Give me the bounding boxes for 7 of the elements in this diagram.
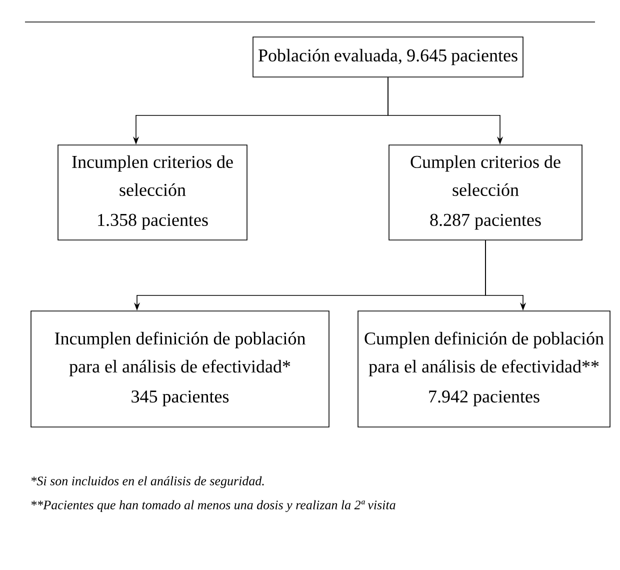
process-box: Incumplen criterios de selección 1.358 pacientes bbox=[58, 144, 248, 240]
process-box: Incumplen definición de población para el análisis de efectividad* 345 pacientes bbox=[30, 310, 330, 428]
footnote: *Si son incluidos en el análisis de seguridad. bbox=[31, 476, 264, 488]
process-box: Población evaluada, 9.645 pacientes bbox=[252, 36, 524, 78]
footnote: **Pacientes que han tomado al menos una dosis y realizan la 2ª visita bbox=[31, 500, 396, 512]
process-box: Cumplen definición de población para el análisis de efectividad** 7.942 pacientes bbox=[358, 310, 610, 428]
process-box: Cumplen criterios de selección 8.287 pacientes bbox=[388, 144, 582, 240]
